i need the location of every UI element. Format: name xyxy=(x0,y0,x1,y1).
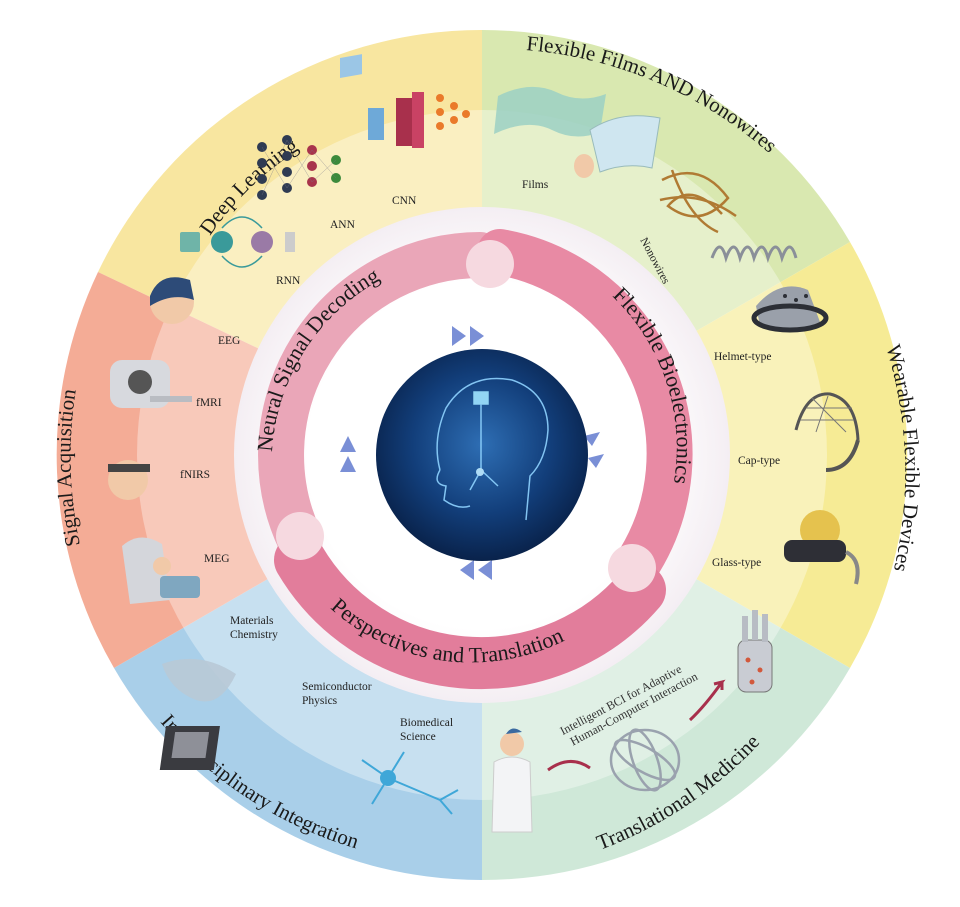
material-film-icon xyxy=(162,658,236,702)
fmri-scanner-icon xyxy=(110,360,192,408)
chevron-up-icon xyxy=(340,436,356,472)
brain-head-icon xyxy=(436,377,549,521)
helmet-type-icon xyxy=(751,286,829,333)
glass-type-icon xyxy=(784,510,860,585)
helmet-type-label: Helmet-type xyxy=(714,351,771,363)
film-icon xyxy=(494,86,661,178)
nanowire-icon xyxy=(659,169,737,234)
chip-icon xyxy=(159,726,220,770)
physics-label: Physics xyxy=(302,695,338,707)
biomedical-label: Biomedical xyxy=(400,717,453,729)
materials-label: Materials xyxy=(230,615,274,627)
science-label: Science xyxy=(400,731,436,743)
robotic-hand-icon xyxy=(737,610,773,693)
upward-arrow-icon xyxy=(688,679,726,722)
fmri-label: fMRI xyxy=(196,397,222,409)
semiconductor-label: Semiconductor xyxy=(302,681,372,693)
rnn-label: RNN xyxy=(276,275,301,287)
chevron-down-icon xyxy=(584,432,604,468)
eeg-head-icon xyxy=(150,277,194,324)
rnn-icon xyxy=(180,216,295,268)
gyroscope-icon xyxy=(609,728,681,792)
chemistry-label: Chemistry xyxy=(230,629,278,641)
fnirs-label: fNIRS xyxy=(180,469,210,481)
cnn-icon xyxy=(340,54,470,148)
chevron-right-icon xyxy=(452,326,484,346)
eeg-label: EEG xyxy=(218,335,240,347)
cap-type-icon xyxy=(794,392,860,472)
inner-pink-ring xyxy=(258,229,693,690)
doctor-icon xyxy=(491,728,533,833)
cap-type-label: Cap-type xyxy=(738,455,780,467)
center-brain-circle xyxy=(376,349,588,561)
ann-label: ANN xyxy=(330,219,356,231)
neuron-icon xyxy=(361,751,459,815)
ann-icon xyxy=(257,135,341,200)
cnn-label: CNN xyxy=(392,195,417,207)
arrow-icon xyxy=(547,760,591,772)
meg-label: MEG xyxy=(204,553,230,565)
meg-scanner-icon xyxy=(122,537,200,604)
coil-icon xyxy=(710,245,798,263)
glass-type-label: Glass-type xyxy=(712,557,761,569)
chevron-left-icon xyxy=(460,560,492,580)
fnirs-head-icon xyxy=(108,460,150,500)
films-label: Films xyxy=(522,179,549,191)
